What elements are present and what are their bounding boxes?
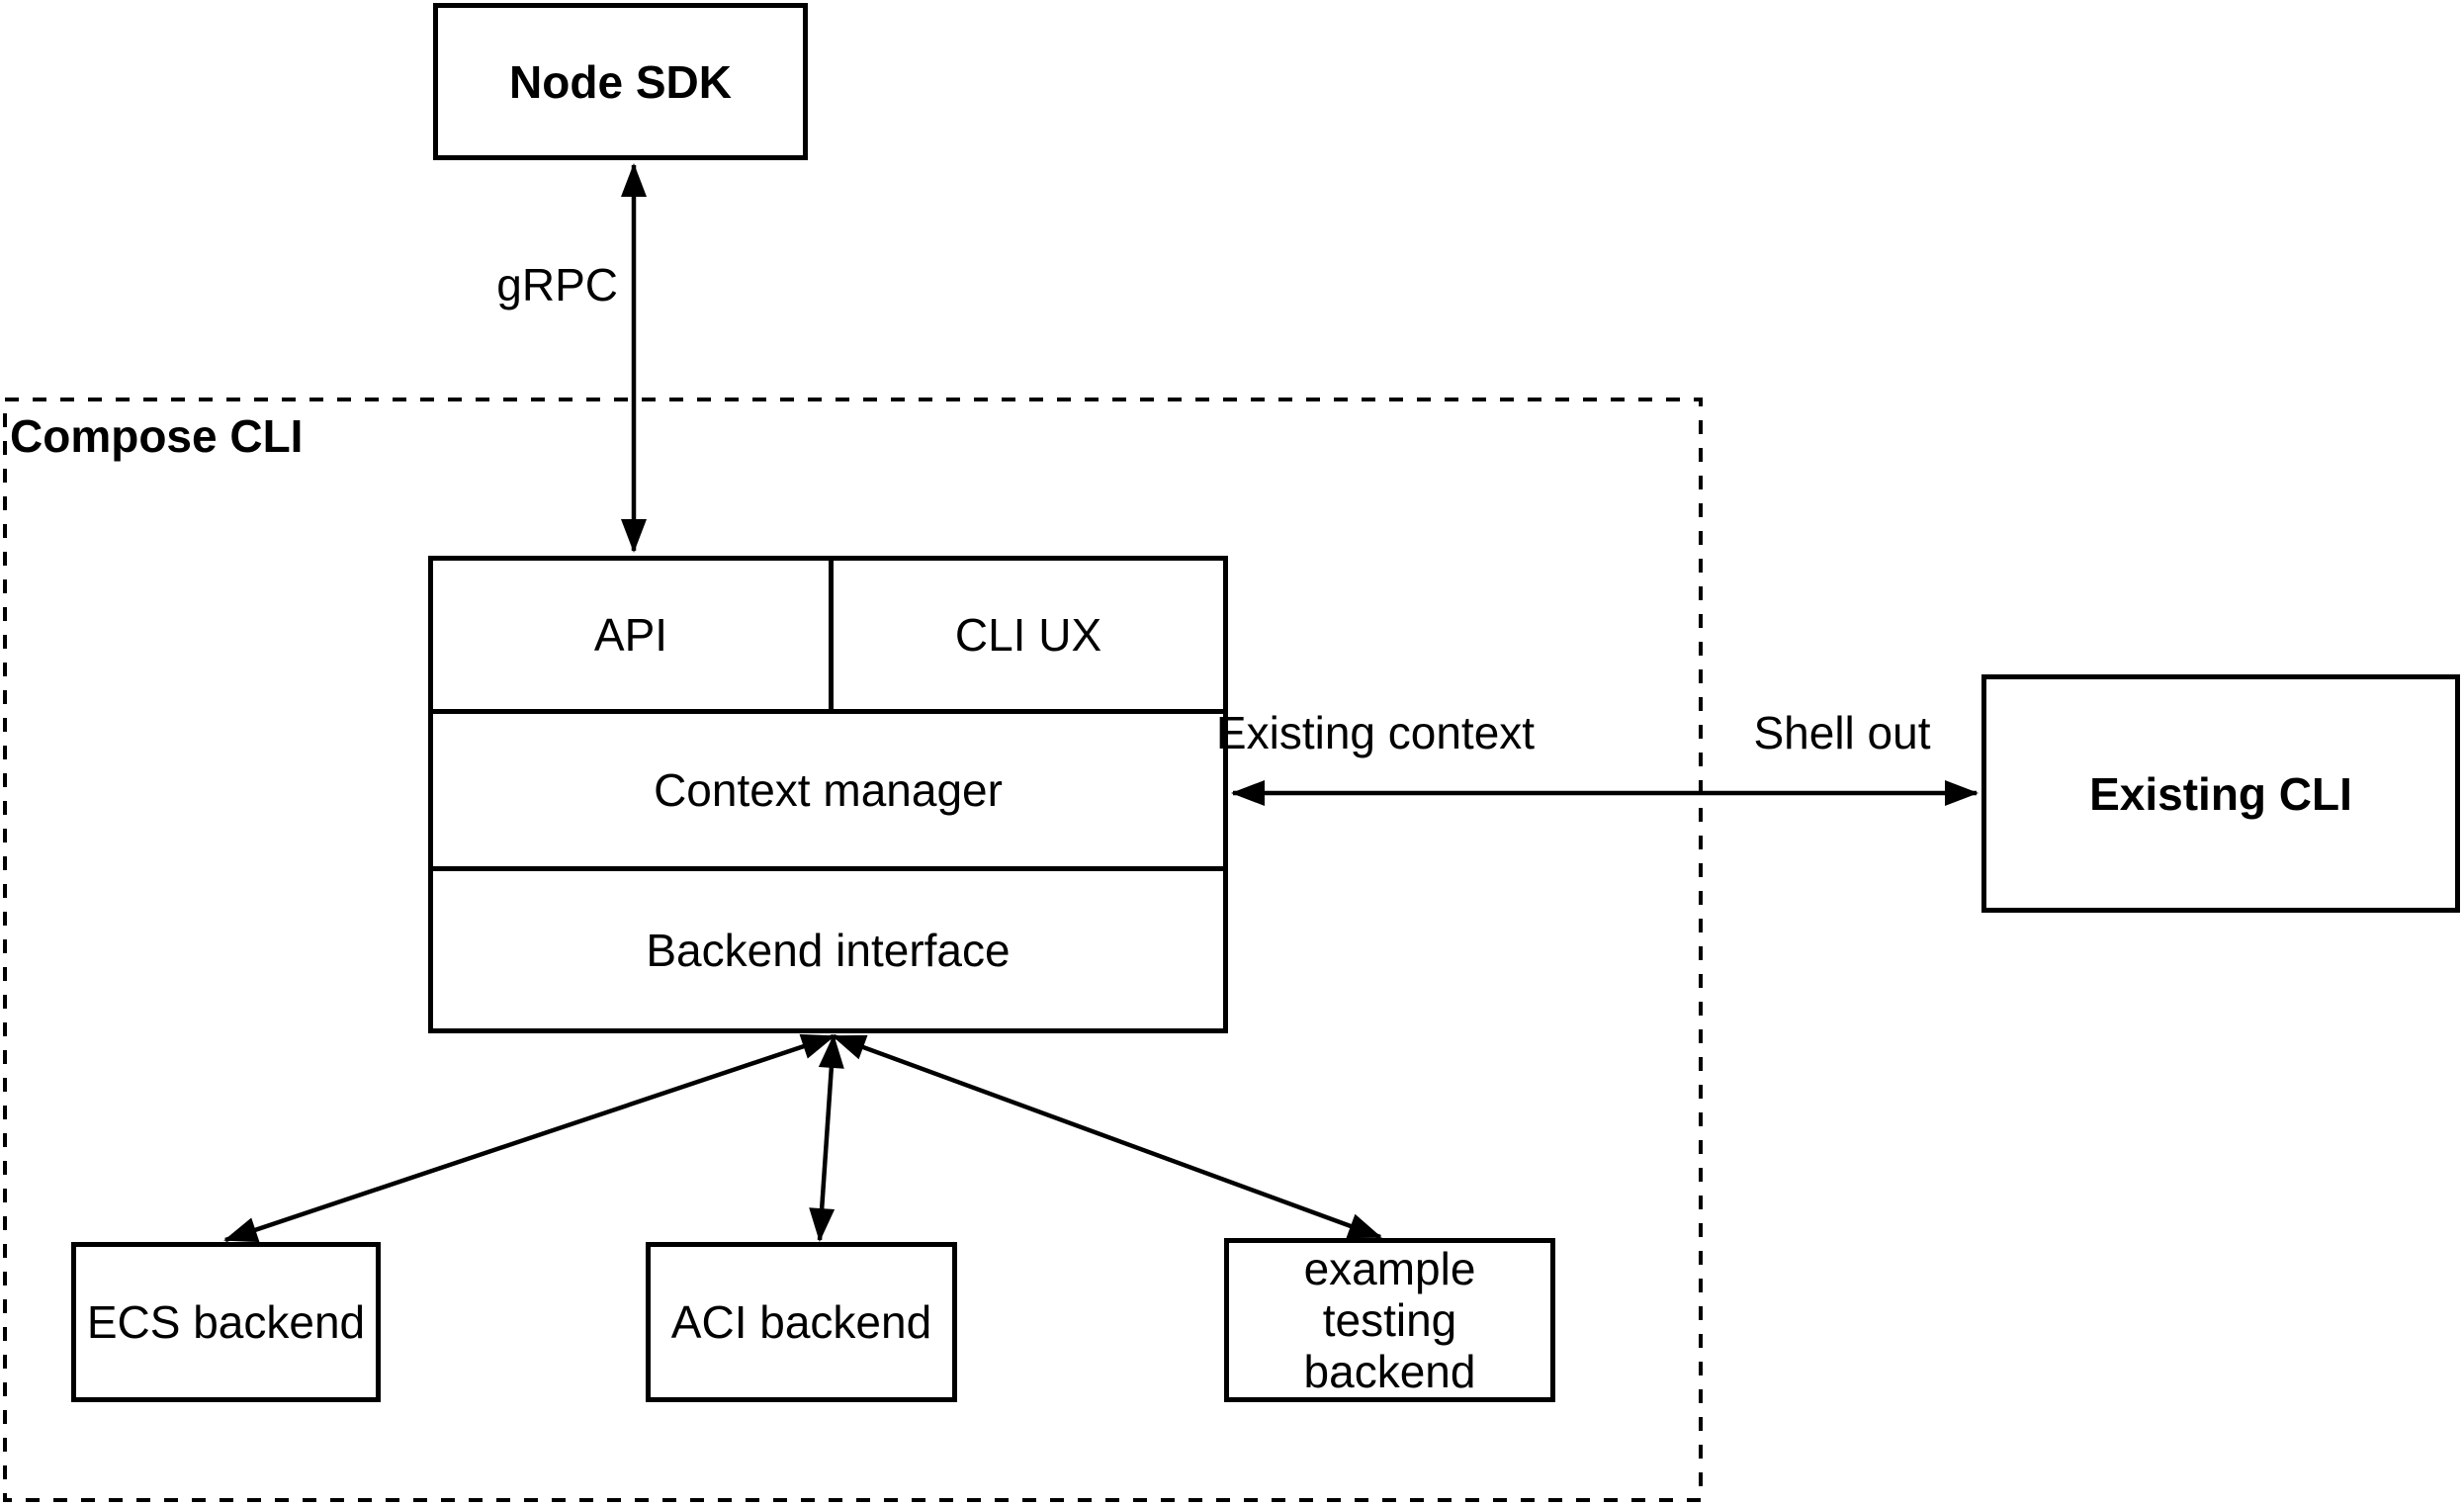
api-cliux-row: API CLI UX (433, 561, 1223, 714)
backend-interface-box: Backend interface (433, 871, 1223, 1028)
compose-cli-container-label: Compose CLI (10, 410, 304, 462)
backend-interface-label: Backend interface (646, 924, 1011, 976)
ecs-backend-box: ECS backend (71, 1242, 381, 1402)
cli-ux-box: CLI UX (834, 561, 1223, 709)
shell-out-edge-label: Shell out (1753, 707, 1931, 758)
aci-backend-arrow (809, 1034, 844, 1242)
ecs-backend-label: ECS backend (86, 1296, 366, 1348)
grpc-edge-label: gRPC (496, 259, 618, 310)
node-sdk-label: Node SDK (509, 55, 732, 108)
context-manager-box: Context manager (433, 714, 1223, 871)
existing-cli-box: Existing CLI (1981, 674, 2460, 913)
example-testing-backend-box: example testing backend (1224, 1238, 1555, 1402)
aci-backend-label: ACI backend (670, 1296, 932, 1348)
compose-cli-dashed-border (3, 398, 1703, 1502)
compose-cli-core-box: API CLI UX Context manager Backend inter… (428, 556, 1228, 1033)
node-sdk-box: Node SDK (433, 3, 808, 160)
existing-cli-label: Existing CLI (2089, 767, 2352, 820)
example-backend-arrow (832, 1033, 1382, 1240)
ecs-backend-arrow (223, 1033, 836, 1243)
api-box: API (433, 561, 834, 709)
aci-backend-box: ACI backend (646, 1242, 957, 1402)
example-testing-backend-label: example testing backend (1303, 1243, 1476, 1397)
context-manager-label: Context manager (654, 764, 1003, 816)
existing-context-edge-label: Existing context (1215, 707, 1536, 758)
api-label: API (593, 609, 668, 661)
cli-ux-label: CLI UX (954, 609, 1102, 661)
